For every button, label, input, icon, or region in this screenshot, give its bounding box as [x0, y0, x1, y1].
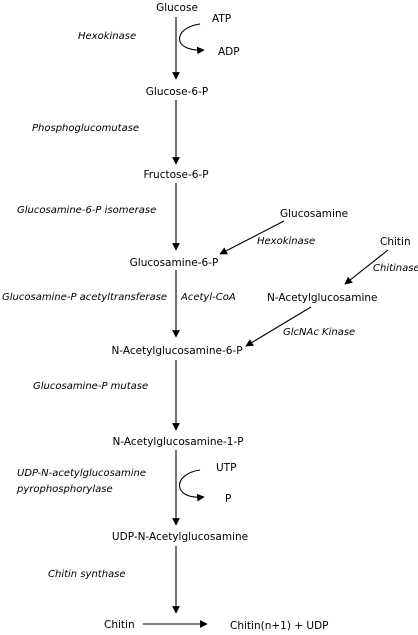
enzyme-udp-glcnac-pyrophosphorylase-line2: pyrophosphorylase	[17, 484, 113, 495]
enzyme-chitin-synthase: Chitin synthase	[48, 569, 126, 580]
enzyme-hexokinase: Hexokinase	[78, 31, 137, 42]
node-n-acetylglucosamine: N-Acetylglucosamine	[267, 292, 378, 304]
arrow-atp-to-adp	[178, 23, 205, 55]
arrow-glcnac-to-glcnac6p	[245, 306, 312, 347]
node-glucose: Glucose	[156, 2, 198, 14]
node-fructose-6-p: Fructose-6-P	[143, 169, 209, 181]
node-glucose-6-p: Glucose-6-P	[145, 86, 209, 98]
enzyme-phosphoglucomutase: Phosphoglucomutase	[32, 123, 140, 134]
node-atp: ATP	[212, 13, 232, 25]
node-adp: ADP	[218, 46, 240, 58]
enzyme-glucosamine-p-mutase: Glucosamine-P mutase	[33, 381, 149, 392]
node-n-acetylglucosamine-1-p: N-Acetylglucosamine-1-P	[112, 436, 244, 448]
node-glucosamine-6-p: Glucosamine-6-P	[129, 257, 219, 269]
node-chitin-n1-udp: Chitin(n+1) + UDP	[230, 620, 329, 632]
node-chitin-source: Chitin	[380, 236, 411, 248]
arrow-chitin-to-glcnac	[344, 249, 389, 285]
enzyme-glucosamine-6-p-isomerase: Glucosamine-6-P isomerase	[17, 205, 157, 216]
node-udp-n-acetylglucosamine: UDP-N-Acetylglucosamine	[111, 531, 249, 543]
enzyme-chitinase: Chitinase	[373, 263, 418, 274]
node-p: P	[225, 493, 232, 505]
node-chitin: Chitin	[104, 619, 135, 631]
arrow-utp-to-p	[178, 469, 205, 502]
enzyme-glcnac-kinase: GlcNAc Kinase	[283, 327, 356, 338]
cofactor-acetyl-coa: Acetyl-CoA	[181, 292, 236, 303]
enzyme-hexokinase-2: Hexokinase	[257, 236, 316, 247]
node-glucosamine: Glucosamine	[280, 208, 349, 220]
node-utp: UTP	[216, 462, 237, 474]
arrow-glucosamine-to-gn6p	[219, 220, 285, 255]
node-n-acetylglucosamine-6-p: N-Acetylglucosamine-6-P	[111, 345, 243, 357]
enzyme-glucosamine-p-acetyltransferase: Glucosamine-P acetyltransferase	[2, 292, 168, 303]
enzyme-udp-glcnac-pyrophosphorylase-line1: UDP-N-acetylglucosamine	[17, 468, 147, 479]
